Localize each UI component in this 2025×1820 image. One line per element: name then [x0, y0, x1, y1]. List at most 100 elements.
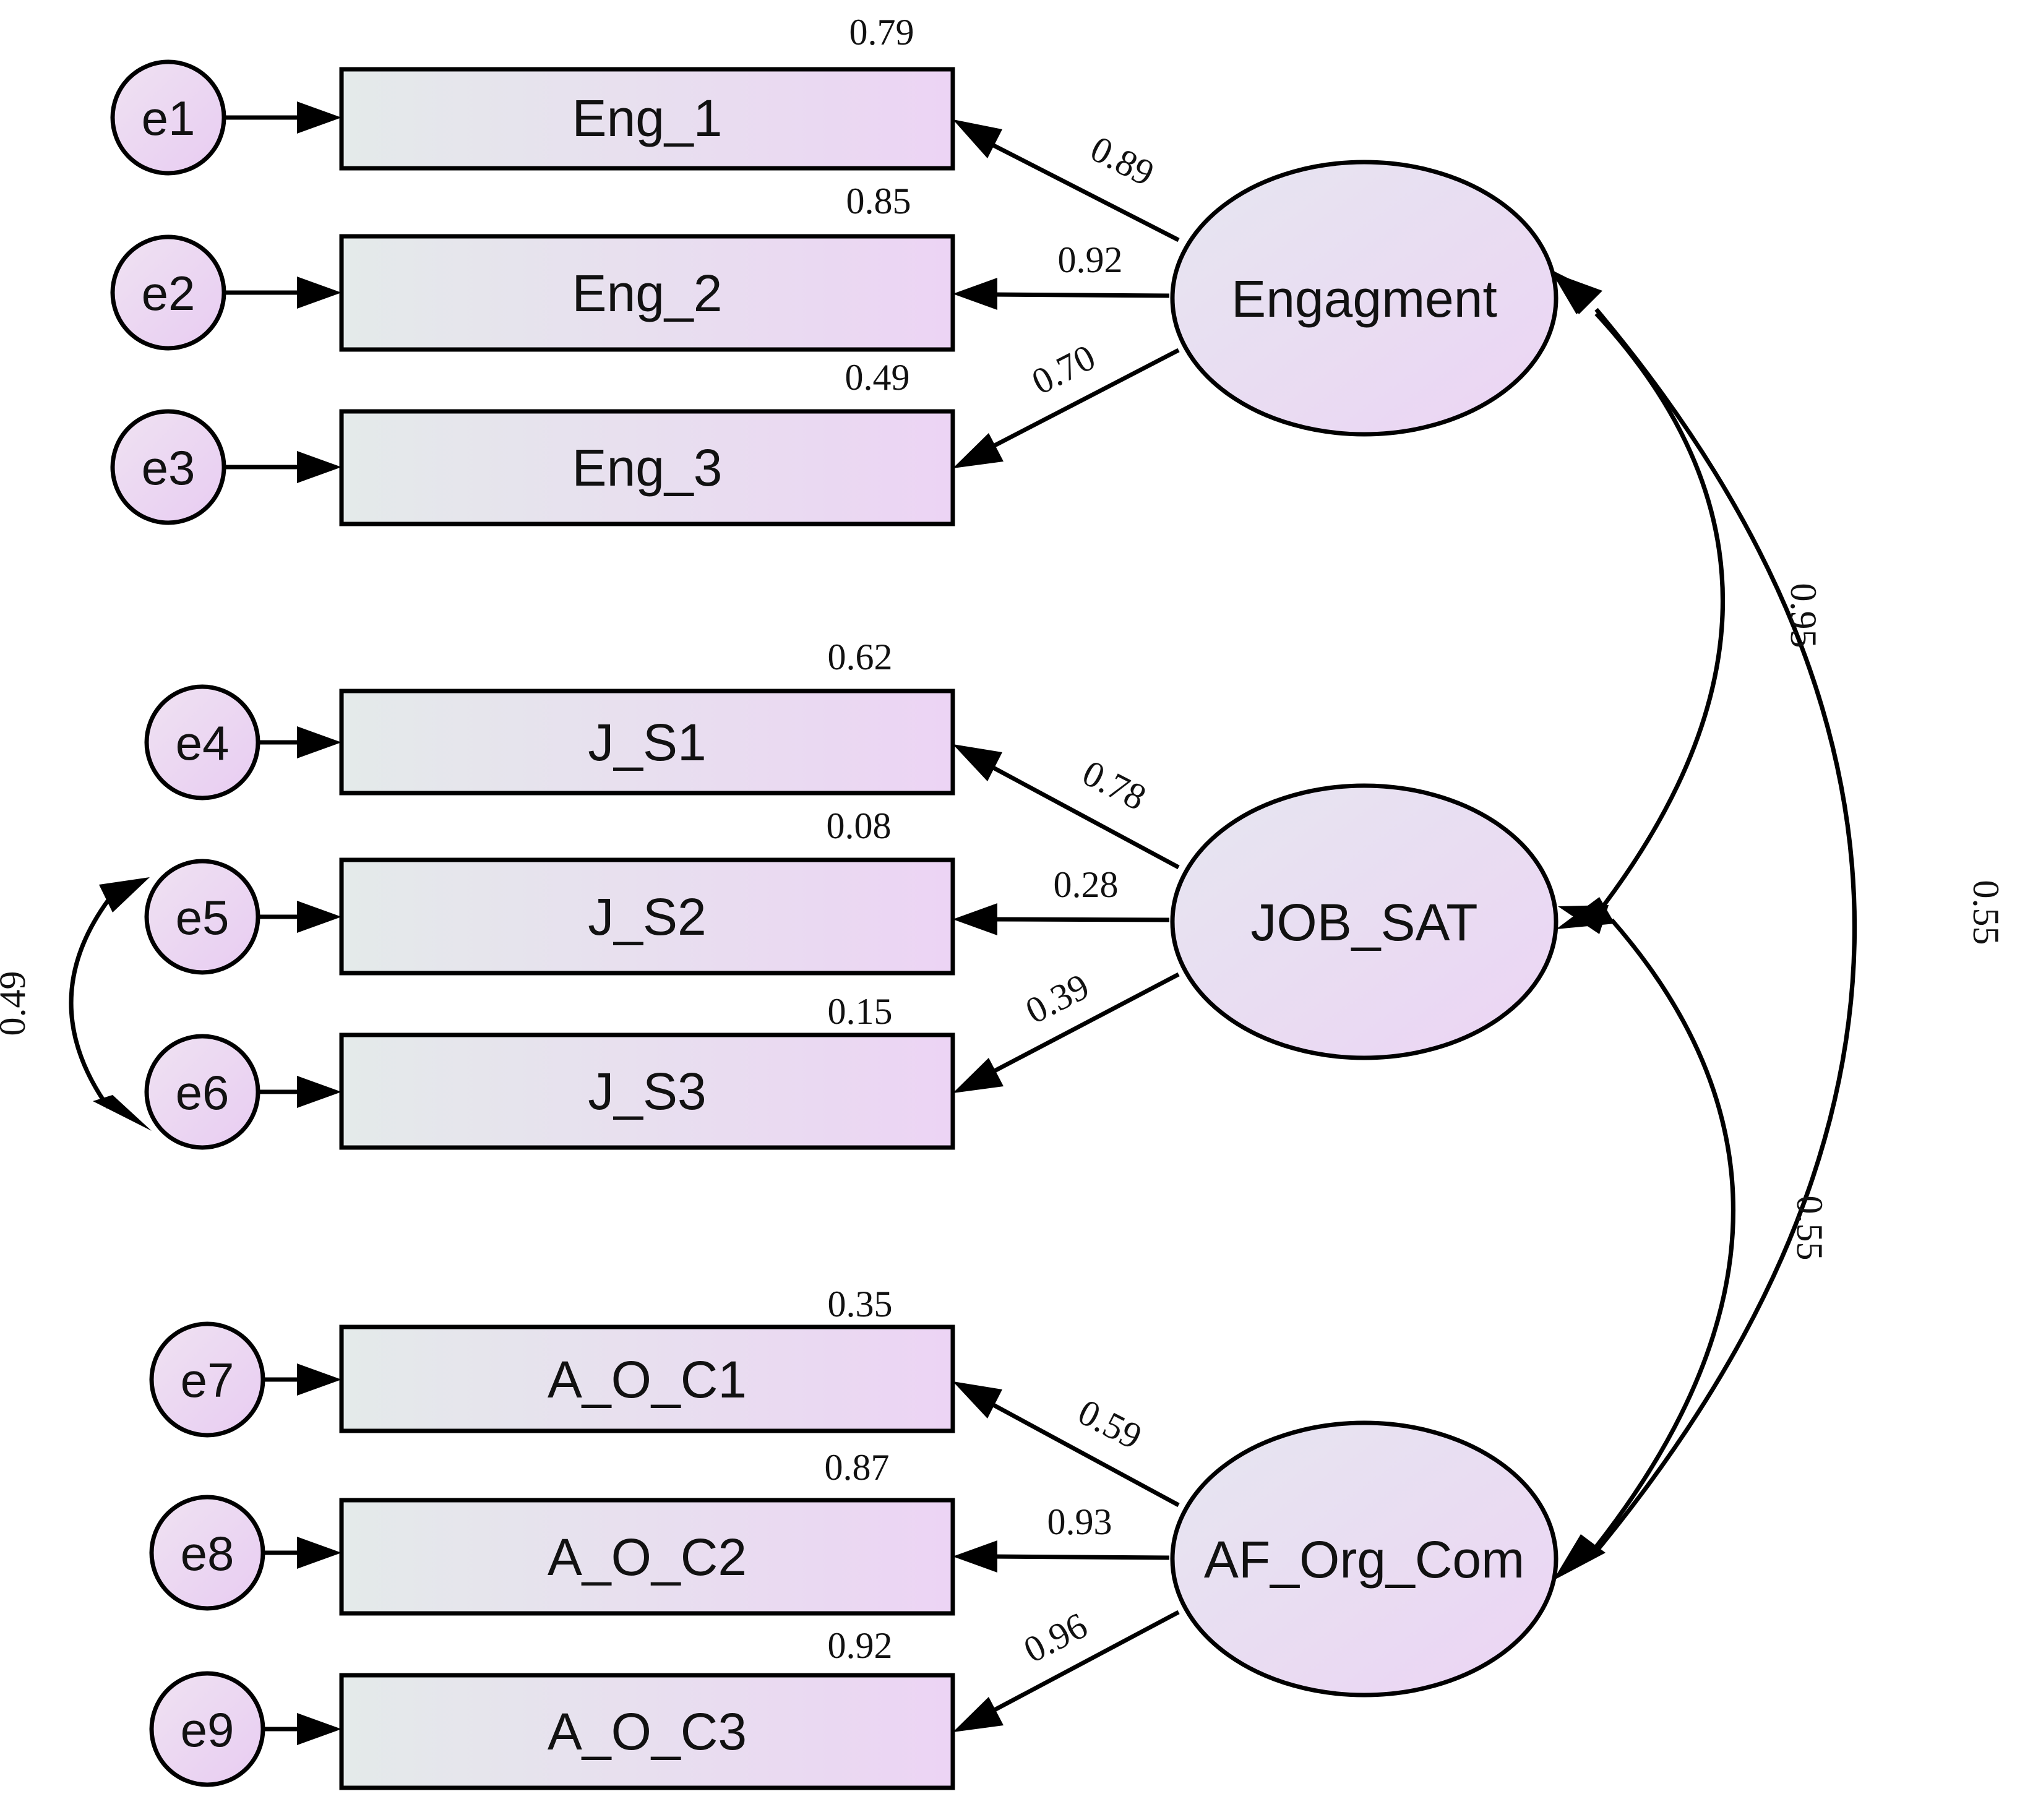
r2-js3: 0.15 — [828, 991, 893, 1032]
covariance-values: 0.95 0.55 0.55 0.49 — [0, 583, 2006, 1261]
loading-line-eng3 — [989, 348, 1180, 450]
error-node-e4[interactable]: e4 — [144, 684, 260, 801]
arrowhead-e7 — [297, 1363, 342, 1396]
loading-arrowhead-js3 — [953, 1058, 1004, 1093]
cov-arrowhead-js-aoc-top — [1558, 905, 1609, 934]
error-label-e7: e7 — [181, 1353, 234, 1407]
indicator-node-js2[interactable]: J_S2 — [339, 857, 955, 976]
loading-line-aoc2 — [989, 1554, 1170, 1560]
indicator-label-eng1: Eng_1 — [572, 89, 723, 147]
loading-arrowhead-js1 — [953, 744, 1002, 781]
covariance-curve-eng-js — [1593, 312, 1725, 919]
indicator-node-aoc3[interactable]: A_O_C3 — [339, 1673, 955, 1790]
arrowhead-e8 — [297, 1537, 342, 1569]
loading-arrowhead-eng2 — [953, 278, 997, 310]
indicator-node-js3[interactable]: J_S3 — [339, 1032, 955, 1150]
cov-arrowhead-e6 — [93, 1095, 152, 1131]
indicator-node-js1[interactable]: J_S1 — [339, 689, 955, 796]
arrowhead-e9 — [297, 1713, 342, 1745]
error-node-e7[interactable]: e7 — [149, 1321, 265, 1438]
error-label-e2: e2 — [142, 266, 196, 320]
loading-arrowhead-eng3 — [953, 433, 1004, 468]
latent-factors: Engagment JOB_SAT AF_Org_Com — [1170, 160, 1559, 1698]
arrowhead-e3 — [297, 451, 342, 483]
error-node-e6[interactable]: e6 — [144, 1034, 260, 1150]
arrowhead-e4 — [297, 726, 342, 758]
loading-line-js2 — [989, 917, 1170, 922]
arrowhead-e6 — [297, 1076, 342, 1108]
arrowhead-e2 — [297, 277, 342, 309]
latent-node-job-sat[interactable]: JOB_SAT — [1170, 783, 1559, 1060]
loading-value-eng1: 0.89 — [1084, 128, 1161, 194]
latent-node-engagment[interactable]: Engagment — [1170, 160, 1559, 437]
latent-node-af-org-com[interactable]: AF_Org_Com — [1170, 1420, 1559, 1698]
loading-line-js3 — [989, 972, 1180, 1076]
cov-arrowhead-e5 — [99, 877, 150, 912]
r2-js2: 0.08 — [827, 805, 892, 846]
indicator-label-aoc3: A_O_C3 — [548, 1702, 747, 1761]
error-label-e6: e6 — [176, 1065, 230, 1120]
loading-arrowhead-eng1 — [953, 119, 1002, 158]
indicator-label-eng2: Eng_2 — [572, 264, 723, 322]
indicator-label-js3: J_S3 — [588, 1062, 706, 1120]
loading-line-aoc3 — [989, 1610, 1180, 1715]
error-label-e1: e1 — [142, 91, 196, 145]
r2-aoc3: 0.92 — [828, 1625, 893, 1666]
loading-value-aoc2: 0.93 — [1047, 1501, 1112, 1542]
covariance-value-e5-e6: 0.49 — [0, 971, 33, 1036]
loading-arrowhead-aoc1 — [953, 1381, 1002, 1419]
cov-arrowhead-eng-aoc-top — [1550, 269, 1599, 314]
loading-value-aoc1: 0.59 — [1072, 1391, 1148, 1457]
error-label-e8: e8 — [181, 1526, 234, 1581]
r2-aoc2: 0.87 — [825, 1447, 890, 1488]
indicator-label-eng3: Eng_3 — [572, 439, 723, 497]
error-node-e9[interactable]: e9 — [149, 1671, 265, 1787]
error-node-e2[interactable]: e2 — [110, 234, 226, 351]
error-node-e8[interactable]: e8 — [149, 1495, 265, 1611]
loading-line-eng2 — [989, 292, 1170, 298]
cov-arrowhead-js-aoc-bottom — [1553, 1534, 1606, 1581]
r-squared-values: 0.79 0.85 0.49 0.62 0.08 0.15 0.35 0.87 … — [825, 12, 914, 1666]
loading-value-aoc3: 0.96 — [1017, 1605, 1094, 1670]
loading-value-eng2: 0.92 — [1058, 239, 1123, 280]
error-label-e4: e4 — [176, 716, 230, 770]
indicator-node-aoc2[interactable]: A_O_C2 — [339, 1498, 955, 1616]
loading-arrowhead-js2 — [953, 903, 997, 935]
loading-arrowhead-aoc3 — [953, 1697, 1004, 1732]
indicator-label-js1: J_S1 — [588, 713, 706, 771]
latent-label-engagment: Engagment — [1231, 270, 1497, 328]
error-label-e9: e9 — [181, 1702, 234, 1757]
r2-js1: 0.62 — [828, 637, 893, 677]
indicator-node-eng3[interactable]: Eng_3 — [339, 409, 955, 526]
loading-line-js1 — [989, 763, 1180, 870]
latent-label-af-org-com: AF_Org_Com — [1204, 1530, 1524, 1589]
covariance-value-js-aoc: 0.55 — [1789, 1196, 1830, 1261]
covariance-value-eng-js: 0.95 — [1783, 583, 1824, 648]
loading-line-aoc1 — [989, 1401, 1180, 1508]
error-node-e5[interactable]: e5 — [144, 859, 260, 975]
r2-aoc1: 0.35 — [828, 1284, 893, 1324]
error-node-e1[interactable]: e1 — [110, 59, 226, 176]
error-node-e3[interactable]: e3 — [110, 409, 226, 525]
loading-value-js1: 0.78 — [1076, 752, 1153, 818]
covariance-curve-js-aoc — [1594, 918, 1735, 1548]
loading-arrowhead-aoc2 — [953, 1540, 997, 1573]
indicator-node-eng2[interactable]: Eng_2 — [339, 234, 955, 352]
arrowhead-e5 — [297, 901, 342, 933]
edges-layer — [69, 101, 1857, 1745]
error-terms: e1 e2 e3 e4 e5 e6 e7 e8 — [110, 59, 265, 1787]
observed-indicators: Eng_1 Eng_2 Eng_3 J_S1 J_S2 J_S3 A_O_C1 — [339, 67, 955, 1790]
indicator-label-aoc1: A_O_C1 — [548, 1350, 747, 1409]
indicator-node-aoc1[interactable]: A_O_C1 — [339, 1324, 955, 1433]
covariance-curve-eng-aoc — [1588, 307, 1857, 1561]
r2-eng3: 0.49 — [845, 357, 910, 398]
error-label-e3: e3 — [142, 440, 196, 495]
error-label-e5: e5 — [176, 890, 230, 945]
indicator-label-js2: J_S2 — [588, 888, 706, 946]
latent-label-job-sat: JOB_SAT — [1250, 893, 1477, 951]
covariance-curve-e5-e6 — [69, 898, 110, 1109]
covariance-value-eng-aoc: 0.55 — [1966, 880, 2006, 945]
r2-eng2: 0.85 — [846, 181, 911, 221]
indicator-node-eng1[interactable]: Eng_1 — [339, 67, 955, 171]
